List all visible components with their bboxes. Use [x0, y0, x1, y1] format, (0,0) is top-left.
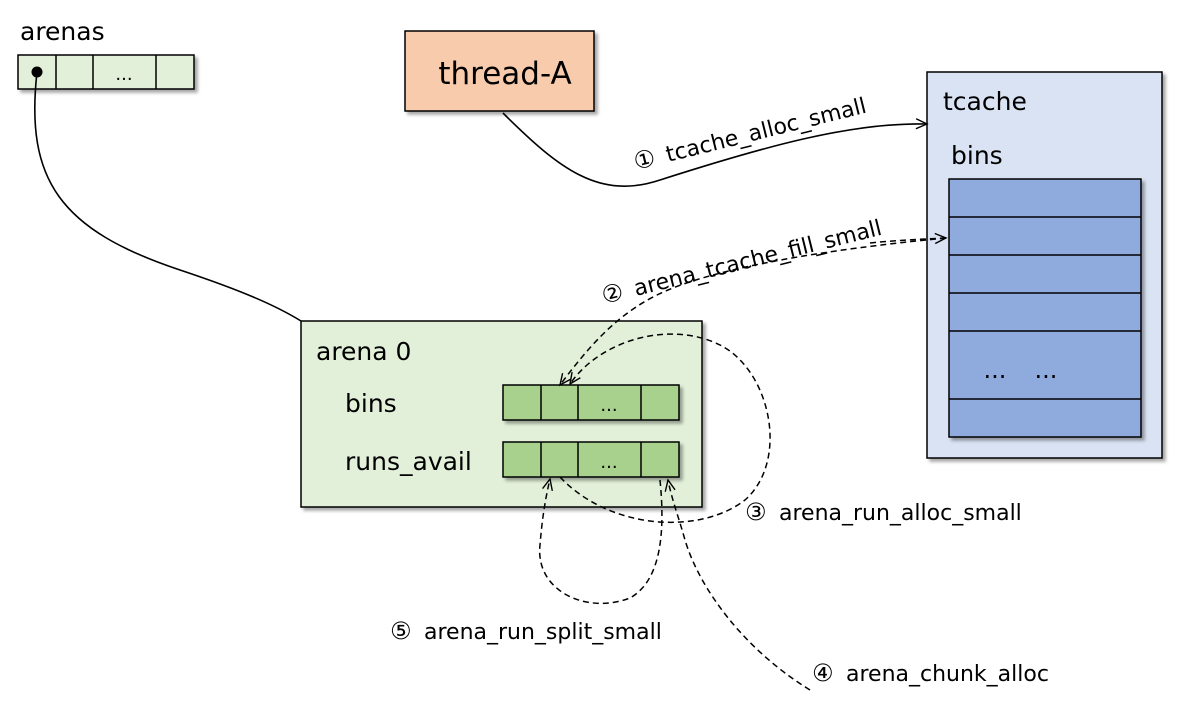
arena-0-runs-avail-array [502, 441, 680, 478]
arena-0-label: arena 0 [316, 337, 411, 366]
step-2-label: ② arena_tcache_fill_small [599, 216, 885, 310]
thread-a-box [404, 30, 595, 112]
tcache-bins-label: bins [951, 141, 1003, 170]
step-4-text: arena_chunk_alloc [846, 662, 1049, 687]
arena-0-runs-avail-label: runs_avail [345, 447, 472, 476]
step-3-text: arena_run_alloc_small [779, 501, 1022, 526]
arena-0-bins-array [502, 384, 680, 421]
step-2-arrow [558, 237, 947, 387]
step-5-number: ⑤ [390, 617, 412, 645]
arena-0-bins-label: bins [345, 389, 397, 418]
arenas-to-arena-0-link [33, 71, 302, 322]
arenas-ellipsis: ... [115, 64, 132, 85]
step-5-text: arena_run_split_small [424, 620, 662, 645]
arenas-array-cells [55, 55, 157, 89]
tcache-ellipsis-1: ... [984, 356, 1007, 384]
tcache-label: tcache [943, 87, 1027, 116]
step-2-number: ② [599, 277, 627, 309]
arena-0-bins-cells [540, 385, 642, 420]
arena-0-bins-ellipsis: ... [600, 395, 617, 416]
step-3-label: ③ arena_run_alloc_small [745, 498, 1022, 526]
arenas-array [17, 54, 195, 90]
step-4-number: ④ [812, 659, 834, 687]
arena-0-runs-avail-cells [540, 442, 642, 477]
step-3-number: ③ [745, 498, 767, 526]
thread-a-label: thread-A [438, 56, 571, 92]
step-1-text: tcache_alloc_small [663, 94, 869, 168]
step-4-label: ④ arena_chunk_alloc [812, 659, 1049, 687]
step-4-arrow [664, 478, 811, 691]
tcache-bins-array [948, 178, 1142, 438]
step-2-arrow-head-tcache [869, 232, 948, 245]
step-1-arrow [502, 112, 929, 187]
arenas-label: arenas [20, 17, 105, 46]
step-2-text: arena_tcache_fill_small [631, 216, 884, 302]
step-5-label: ⑤ arena_run_split_small [390, 617, 662, 645]
tcache-ellipsis-2: ... [1035, 356, 1058, 384]
arena-0-runs-avail-ellipsis: ... [600, 452, 617, 473]
step-1-number: ① [631, 143, 659, 175]
tcache-bin-rows [949, 216, 1141, 400]
step-3-arrow [559, 333, 771, 524]
